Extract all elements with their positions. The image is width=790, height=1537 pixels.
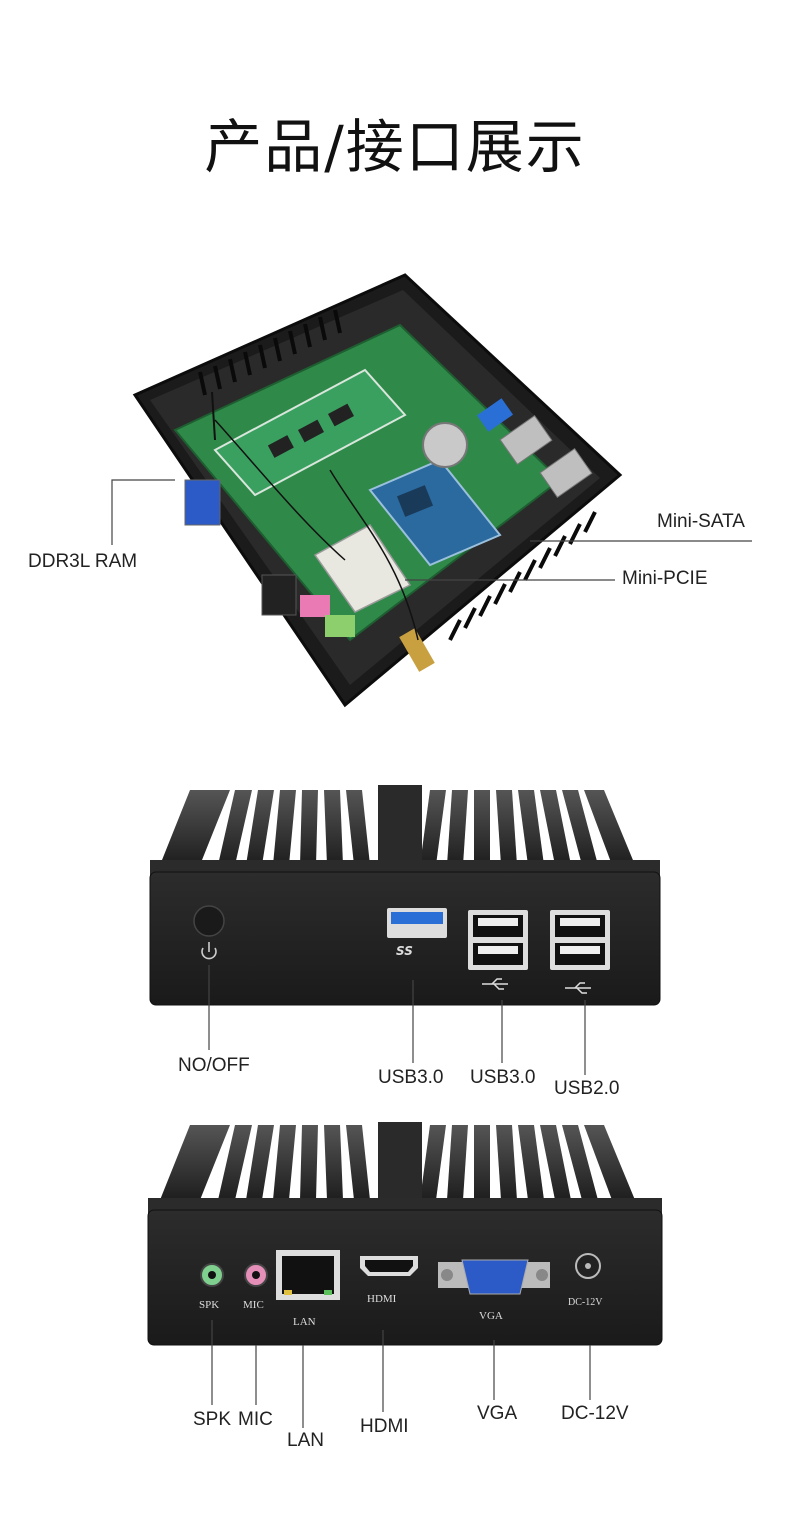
rear-leader-lines — [211, 1320, 591, 1428]
label-power: NO/OFF — [178, 1055, 250, 1076]
label-vga: VGA — [477, 1403, 518, 1424]
label-spk: SPK — [193, 1409, 232, 1430]
label-usb3-a: USB3.0 — [378, 1067, 444, 1088]
mark-hdmi: HDMI — [367, 1293, 397, 1305]
label-ddr3l-ram: DDR3L RAM — [28, 551, 138, 572]
label-mini-pcie: Mini-PCIE — [622, 568, 708, 589]
mark-vga: VGA — [479, 1310, 503, 1322]
label-usb2: USB2.0 — [554, 1078, 620, 1099]
open-case-illustration — [132, 273, 623, 708]
front-leader-lines — [208, 965, 586, 1075]
label-usb3-b: USB3.0 — [470, 1067, 536, 1088]
front-case-illustration — [149, 785, 661, 1006]
internal-leader-lines — [111, 479, 752, 581]
label-mini-sata: Mini-SATA — [657, 511, 745, 532]
label-lan: LAN — [287, 1430, 324, 1451]
label-mic: MIC — [238, 1409, 273, 1430]
label-dc-12v: DC-12V — [561, 1403, 629, 1424]
rear-case-illustration — [147, 1122, 663, 1346]
mark-spk: SPK — [199, 1299, 220, 1311]
mark-lan: LAN — [293, 1316, 316, 1328]
usb3-ss-mark: SS — [396, 944, 413, 958]
label-hdmi: HDMI — [360, 1416, 409, 1437]
mark-dc: DC-12V — [568, 1297, 603, 1308]
page-title: 产品/接口展示 — [204, 113, 586, 181]
mark-mic: MIC — [243, 1299, 264, 1311]
